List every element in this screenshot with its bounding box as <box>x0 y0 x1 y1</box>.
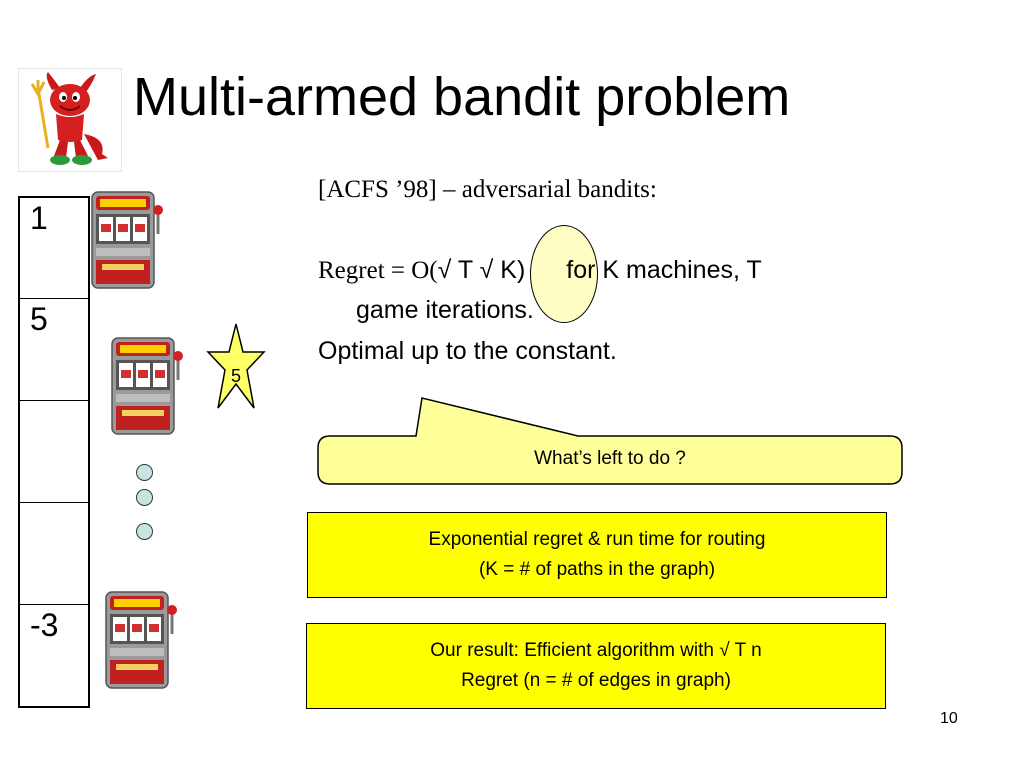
slot-machine-icon <box>105 591 177 689</box>
ellipsis-dot <box>136 464 153 481</box>
reward-cell-2: 5 <box>20 299 88 401</box>
callout-text: What’s left to do ? <box>534 448 686 469</box>
regret-continuation: game iterations. <box>356 296 534 324</box>
regret-sqrt-k: √ K <box>479 256 517 284</box>
star-label: 5 <box>231 366 241 386</box>
optimal-text: Optimal up to the constant. <box>318 337 617 365</box>
exponential-line-2: (K = # of paths in the graph) <box>478 559 716 580</box>
slot-machine-icon <box>111 337 183 435</box>
ellipsis-dot <box>136 489 153 506</box>
regret-close: ) <box>516 256 526 284</box>
result-line-2: Regret (n = # of edges in graph) <box>461 670 731 691</box>
regret-formula: Regret = O(√ T √ K) for K machines, T <box>318 256 762 285</box>
slot-machine-icon <box>91 191 163 289</box>
our-result-box: Our result: Efficient algorithm with √ T… <box>306 623 886 709</box>
ellipsis-dot <box>136 523 153 540</box>
reward-cell-5: -3 <box>30 607 59 643</box>
page-number: 10 <box>940 710 958 727</box>
callout-bubble <box>317 397 903 485</box>
highlight-oval <box>530 225 598 323</box>
citation-text: [ACFS ’98] – adversarial bandits: <box>318 176 657 203</box>
devil-logo-icon <box>18 68 122 172</box>
star-icon: 5 <box>206 323 266 409</box>
reward-cell-4 <box>20 503 88 605</box>
regret-sqrt-t: √ T <box>437 256 473 284</box>
regret-prefix: Regret = O( <box>318 257 438 284</box>
exponential-regret-box: Exponential regret & run time for routin… <box>307 512 887 598</box>
regret-suffix: for K machines, T <box>566 256 762 284</box>
reward-cell-1: 1 <box>20 198 88 299</box>
reward-table: 1 5 -3 <box>18 196 90 708</box>
exponential-line-1: Exponential regret & run time for routin… <box>428 529 766 550</box>
result-line-1: Our result: Efficient algorithm with √ T… <box>430 640 762 661</box>
reward-cell-3 <box>20 401 88 503</box>
slide-title: Multi-armed bandit problem <box>133 67 791 127</box>
